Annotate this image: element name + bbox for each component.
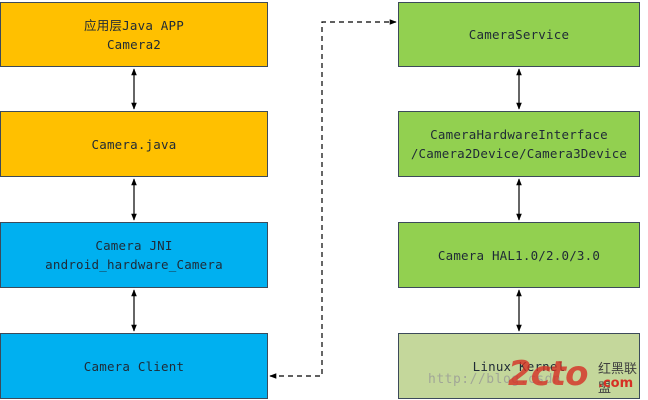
- box-camera-service: CameraService: [398, 2, 640, 67]
- dashed-arrow-client-to-service: [269, 19, 397, 379]
- box-camera-java: Camera.java: [0, 111, 268, 177]
- box-camera-jni: Camera JNI android_hardware_Camera: [0, 222, 268, 288]
- box-camera-client: Camera Client: [0, 333, 268, 399]
- box-camera-client-label: Camera Client: [83, 358, 185, 374]
- box-camera-java-label: Camera.java: [91, 136, 177, 152]
- box-camera-hal: Camera HAL1.0/2.0/3.0: [398, 222, 640, 288]
- box-linux-kernel-label: Linux Kernel: [472, 358, 566, 374]
- box-hardware-interface: CameraHardwareInterface /Camera2Device/C…: [398, 111, 640, 177]
- box-hardware-interface-line1: CameraHardwareInterface: [430, 127, 608, 142]
- box-camera-service-label: CameraService: [468, 27, 570, 42]
- box-camera-jni-line2: android_hardware_Camera: [45, 257, 223, 272]
- box-hardware-interface-line2: /Camera2Device/Camera3Device: [410, 146, 628, 161]
- box-java-app-line2: Camera2: [106, 36, 162, 52]
- box-java-app: 应用层Java APP Camera2: [0, 2, 268, 67]
- box-camera-jni-line1: Camera JNI: [95, 238, 173, 253]
- box-camera-hal-label: Camera HAL1.0/2.0/3.0: [437, 247, 601, 263]
- box-java-app-line1: 应用层Java APP: [84, 17, 184, 33]
- box-linux-kernel: Linux Kernel: [398, 333, 640, 399]
